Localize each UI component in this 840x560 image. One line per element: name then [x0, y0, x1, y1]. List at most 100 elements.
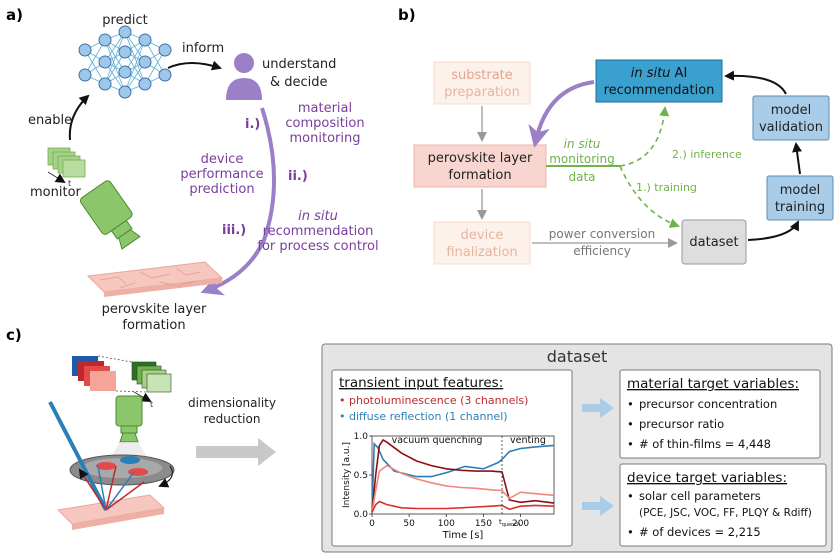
step1-num: i.) [245, 117, 260, 132]
training-line1: model [780, 183, 820, 198]
inference-arrow [619, 106, 670, 167]
y-tick-label: 1.0 [354, 432, 369, 442]
nn-node [78, 43, 92, 57]
material-bullet-2: • [627, 417, 634, 431]
perovskite-layer-slab [86, 261, 224, 297]
step3-line2: recommendation [263, 224, 374, 239]
monitoring-line2: monitoring [549, 152, 615, 166]
ai-to-perovskite-arrow [528, 80, 595, 148]
spin-coater-icon [69, 454, 175, 488]
monitoring-line1: in situ [564, 137, 601, 151]
step2-line2: performance [180, 167, 263, 182]
layer-label-line2: formation [122, 318, 185, 333]
channel-time-label: t [150, 400, 153, 409]
ai-line1-italic: in situ [631, 66, 671, 81]
device-bullet-1: • [627, 489, 634, 503]
dataset-label: dataset [689, 235, 738, 250]
frames-time-label: t [68, 179, 71, 188]
x-tick-label: 50 [403, 519, 415, 529]
step3-line3: for process control [257, 239, 378, 254]
chart-ylabel: Intensity [a.u.] [342, 442, 352, 508]
device-bullet-2: • [627, 525, 634, 539]
nn-node [118, 45, 132, 59]
nn-node [118, 65, 132, 79]
dr-label: diffuse reflection (1 channel) [349, 410, 508, 423]
training-arrow [619, 165, 680, 228]
dataset-panel-title: dataset [547, 347, 608, 366]
understand-label: understand [262, 57, 336, 72]
ai-recommendation-box [595, 59, 723, 103]
device-arrow [582, 496, 614, 516]
device-box [433, 221, 531, 265]
inform-label: inform [182, 41, 224, 56]
model-training-box [766, 175, 834, 221]
nn-node [98, 77, 112, 91]
annotation-venting: venting [510, 435, 546, 446]
pce-line2: efficiency [573, 244, 631, 258]
training-line2: training [775, 200, 825, 215]
neural-network-icon [84, 31, 166, 93]
monitor-label: monitor [30, 185, 82, 200]
material-bullet-3: • [627, 437, 634, 451]
step1-line2: composition [285, 116, 364, 131]
layer-label-line1: perovskite layer [102, 302, 207, 317]
inform-arrow [167, 60, 222, 71]
material-arrow [582, 398, 614, 418]
pce-line1: power conversion [549, 227, 655, 241]
annotation-vacuum: vacuum quenching [392, 435, 483, 446]
ai-line2: recommendation [604, 83, 715, 98]
series-line-0 [371, 441, 555, 513]
model-validation-box [752, 95, 830, 141]
arrow-dataset-training [747, 220, 799, 241]
perovskite-line2: formation [448, 168, 511, 183]
perovskite-line1: perovskite layer [428, 151, 533, 166]
step3-line1: in situ [298, 209, 338, 224]
y-tick-label: 0.5 [354, 471, 368, 481]
inference-label: 2.) inference [672, 148, 742, 161]
person-icon [226, 53, 262, 100]
step2-line3: prediction [189, 182, 254, 197]
channel-frames-icon [72, 355, 172, 402]
x-tick-label: 150 [475, 519, 492, 529]
perovskite-box [413, 144, 547, 188]
step2-line1: device [201, 152, 244, 167]
enable-label: enable [28, 113, 72, 128]
material-title: material target variables: [627, 376, 799, 392]
device-item-1-line2: (PCE, JSC, VOC, FF, PLQY & Rdiff) [639, 507, 812, 519]
nn-node [138, 55, 152, 69]
x-tick-label: 100 [438, 519, 455, 529]
ai-line1: in situ AI [631, 66, 688, 81]
frames-icon [47, 147, 86, 184]
material-target-box [619, 369, 821, 459]
series-line-3 [371, 500, 555, 513]
material-item-3: # of thin-films = 4,448 [639, 437, 771, 451]
nn-node [158, 68, 172, 82]
device-line2: finalization [446, 245, 517, 260]
chart-xlabel: Time [s] [442, 530, 484, 541]
panel-b-label: b) [398, 6, 416, 24]
pl-bullet: • [339, 394, 346, 407]
series-line-2 [371, 464, 555, 513]
dim-line2: reduction [204, 412, 261, 426]
material-bullet-1: • [627, 397, 634, 411]
nn-node [158, 43, 172, 57]
annotation-tquench: tquench [499, 518, 520, 528]
nn-node [78, 68, 92, 82]
validation-line1: model [771, 103, 811, 118]
dim-line1: dimensionality [188, 396, 276, 410]
nn-node [118, 85, 132, 99]
dim-reduction-arrow [196, 438, 276, 466]
nn-node [138, 77, 152, 91]
y-tick-label: 0.0 [354, 510, 369, 520]
purple-process-arrow [200, 107, 276, 296]
series-line-1 [371, 438, 555, 513]
neural-network-nodes [78, 25, 172, 99]
step2-num: ii.) [288, 169, 308, 184]
step3-num: iii.) [222, 223, 246, 238]
step1-line1: material [298, 101, 352, 116]
ai-line1-rest: AI [670, 66, 687, 81]
nn-node [98, 55, 112, 69]
material-item-2: precursor ratio [639, 417, 724, 431]
